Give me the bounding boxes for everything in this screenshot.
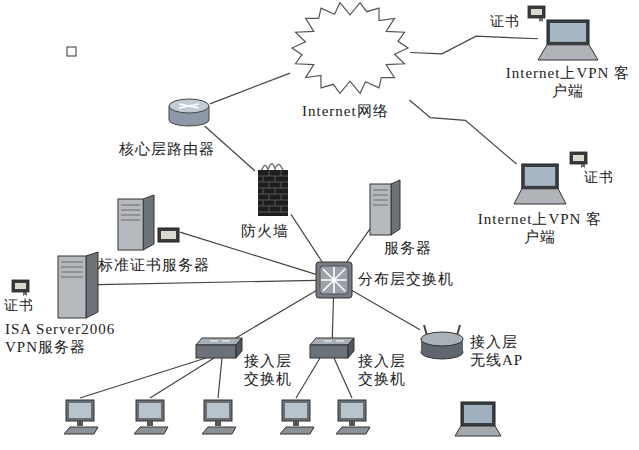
lan-wires xyxy=(80,358,352,398)
network-link xyxy=(236,291,316,338)
device-label: Internet上VPN 客户端 xyxy=(503,64,633,100)
firewall-symbol xyxy=(255,158,291,216)
server-symbol xyxy=(370,180,400,235)
device-label: 标准证书服务器 xyxy=(98,256,210,274)
certsrv-node: 标准证书服务器 xyxy=(118,195,180,250)
firewall-node: 防火墙 xyxy=(255,158,291,216)
router-symbol xyxy=(168,98,210,126)
network-link xyxy=(332,298,333,338)
cloud-icon xyxy=(292,3,408,94)
server-symbol xyxy=(58,252,98,318)
laptop-node: Internet上VPN 客户端 xyxy=(538,20,598,60)
cloud-node: Internet网络 xyxy=(290,0,410,100)
device-label: Internet上VPN 客户端 xyxy=(475,210,605,246)
device-label: 服务器 xyxy=(384,239,432,257)
access-symbol xyxy=(310,338,354,358)
server-node: ISA Server2006 VPN服务器 xyxy=(58,252,98,318)
access-node: 接入层 交换机 xyxy=(310,338,354,358)
device-label: Internet网络 xyxy=(302,102,389,120)
device-label: 防火墙 xyxy=(241,222,289,240)
laptop-symbol xyxy=(514,164,566,204)
pc-icon xyxy=(134,400,168,434)
dist-icon xyxy=(316,262,352,298)
ap-icon xyxy=(421,325,463,359)
certsrv-icon xyxy=(118,195,179,250)
network-link xyxy=(291,214,322,262)
wire xyxy=(296,358,320,398)
device-label: ISA Server2006 VPN服务器 xyxy=(5,320,137,356)
pc-icon xyxy=(336,400,370,434)
laptop-icon xyxy=(455,402,501,436)
pc-icon xyxy=(202,400,236,434)
server-node: 服务器 xyxy=(370,180,400,235)
network-link xyxy=(98,280,316,284)
ap-node: 接入层 无线AP xyxy=(420,325,464,360)
wire xyxy=(334,358,352,398)
device-label: 分布层交换机 xyxy=(358,270,454,288)
network-link xyxy=(352,290,420,329)
laptop-icon xyxy=(538,20,598,60)
wire xyxy=(218,358,222,398)
access-icon xyxy=(196,338,242,358)
certsrv-symbol xyxy=(118,195,180,250)
network-link xyxy=(347,229,370,262)
certificate-icon xyxy=(12,280,29,296)
pc-icon xyxy=(280,400,314,434)
certificate-label: 证书 xyxy=(490,14,520,31)
access-node: 接入层 交换机 xyxy=(196,338,242,358)
server-icon xyxy=(370,180,400,235)
device-label: 核心层路由器 xyxy=(119,140,215,158)
server-icon xyxy=(58,252,98,318)
router-node: 核心层路由器 xyxy=(168,98,210,126)
laptop-icon xyxy=(514,164,566,204)
access-icon xyxy=(310,338,354,358)
device-label: 接入层 无线AP xyxy=(470,333,532,369)
network-link xyxy=(410,36,538,54)
cloud-symbol xyxy=(290,0,410,100)
stray-square xyxy=(67,47,76,56)
device-label: 接入层 交换机 xyxy=(358,352,410,388)
router-icon xyxy=(169,99,209,126)
certificate-icon xyxy=(570,152,587,168)
wire xyxy=(80,358,206,398)
dist-symbol xyxy=(316,262,352,298)
device-label: 接入层 交换机 xyxy=(244,352,296,388)
network-link xyxy=(210,73,290,104)
dist-node: 分布层交换机 xyxy=(316,262,352,298)
laptop-node: Internet上VPN 客户端 xyxy=(514,164,566,204)
access-symbol xyxy=(196,338,242,358)
firewall-icon xyxy=(258,164,288,216)
laptop-symbol xyxy=(538,20,598,60)
certificate-label: 证书 xyxy=(4,298,34,315)
certificate-icon xyxy=(528,6,545,22)
ap-symbol xyxy=(420,325,464,360)
certificate-label: 证书 xyxy=(584,170,614,187)
network-link xyxy=(409,100,516,164)
wire xyxy=(150,358,214,398)
pc-icon xyxy=(64,400,98,434)
